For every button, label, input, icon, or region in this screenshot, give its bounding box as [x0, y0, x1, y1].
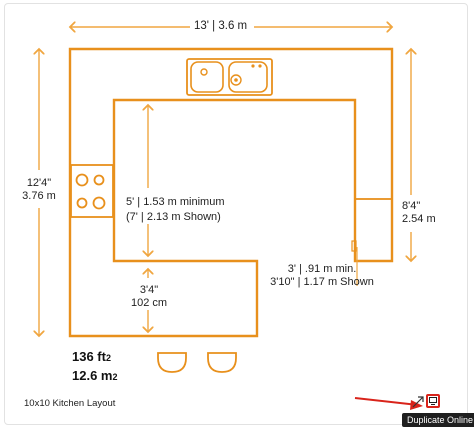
aisle-width-label: 3' | .91 m min. 3'10" | 1.17 m Shown — [267, 263, 377, 289]
area-metric: 12.6 m2 — [72, 368, 118, 383]
diagram-caption: 10x10 Kitchen Layout — [24, 398, 116, 409]
right-height-metric: 2.54 m — [402, 213, 436, 225]
red-arrow-icon — [354, 397, 423, 410]
duplicate-icon — [429, 397, 437, 405]
sink-icon — [186, 58, 273, 96]
left-height-metric: 3.76 m — [22, 190, 56, 202]
island-depth-imperial: 3'4" — [139, 284, 159, 296]
area-imperial: 136 ft2 — [72, 349, 111, 364]
inner-depth-minimum: 5' | 1.53 m minimum — [126, 196, 225, 208]
counter-outline — [68, 47, 394, 338]
inner-depth-shown: (7' | 2.13 m Shown) — [126, 211, 221, 223]
refrigerator-icon — [351, 198, 393, 262]
expand-icon[interactable] — [412, 396, 424, 408]
aisle-width-minimum: 3' | .91 m min. — [287, 263, 357, 275]
right-height-label: 8'4" 2.54 m — [402, 200, 436, 226]
island-depth-metric: 102 cm — [130, 297, 168, 309]
dimension-lines — [39, 27, 411, 336]
duplicate-online-button[interactable] — [426, 394, 440, 408]
top-width-label: 13' | 3.6 m — [194, 20, 248, 32]
left-height-label: 12'4" 3.76 m — [17, 177, 61, 203]
inner-depth-label: 5' | 1.53 m minimum (7' | 2.13 m Shown) — [126, 195, 224, 225]
island-depth-label: 3'4" 102 cm — [126, 284, 172, 310]
bar-stool-icon — [157, 352, 237, 373]
duplicate-online-tooltip: Duplicate Online — [402, 413, 474, 427]
aisle-width-shown: 3'10" | 1.17 m Shown — [270, 276, 374, 288]
cooktop-icon — [70, 164, 114, 218]
total-area: 136 ft2 12.6 m2 — [72, 348, 118, 386]
left-height-imperial: 12'4" — [26, 177, 52, 189]
right-height-imperial: 8'4" — [402, 200, 421, 212]
